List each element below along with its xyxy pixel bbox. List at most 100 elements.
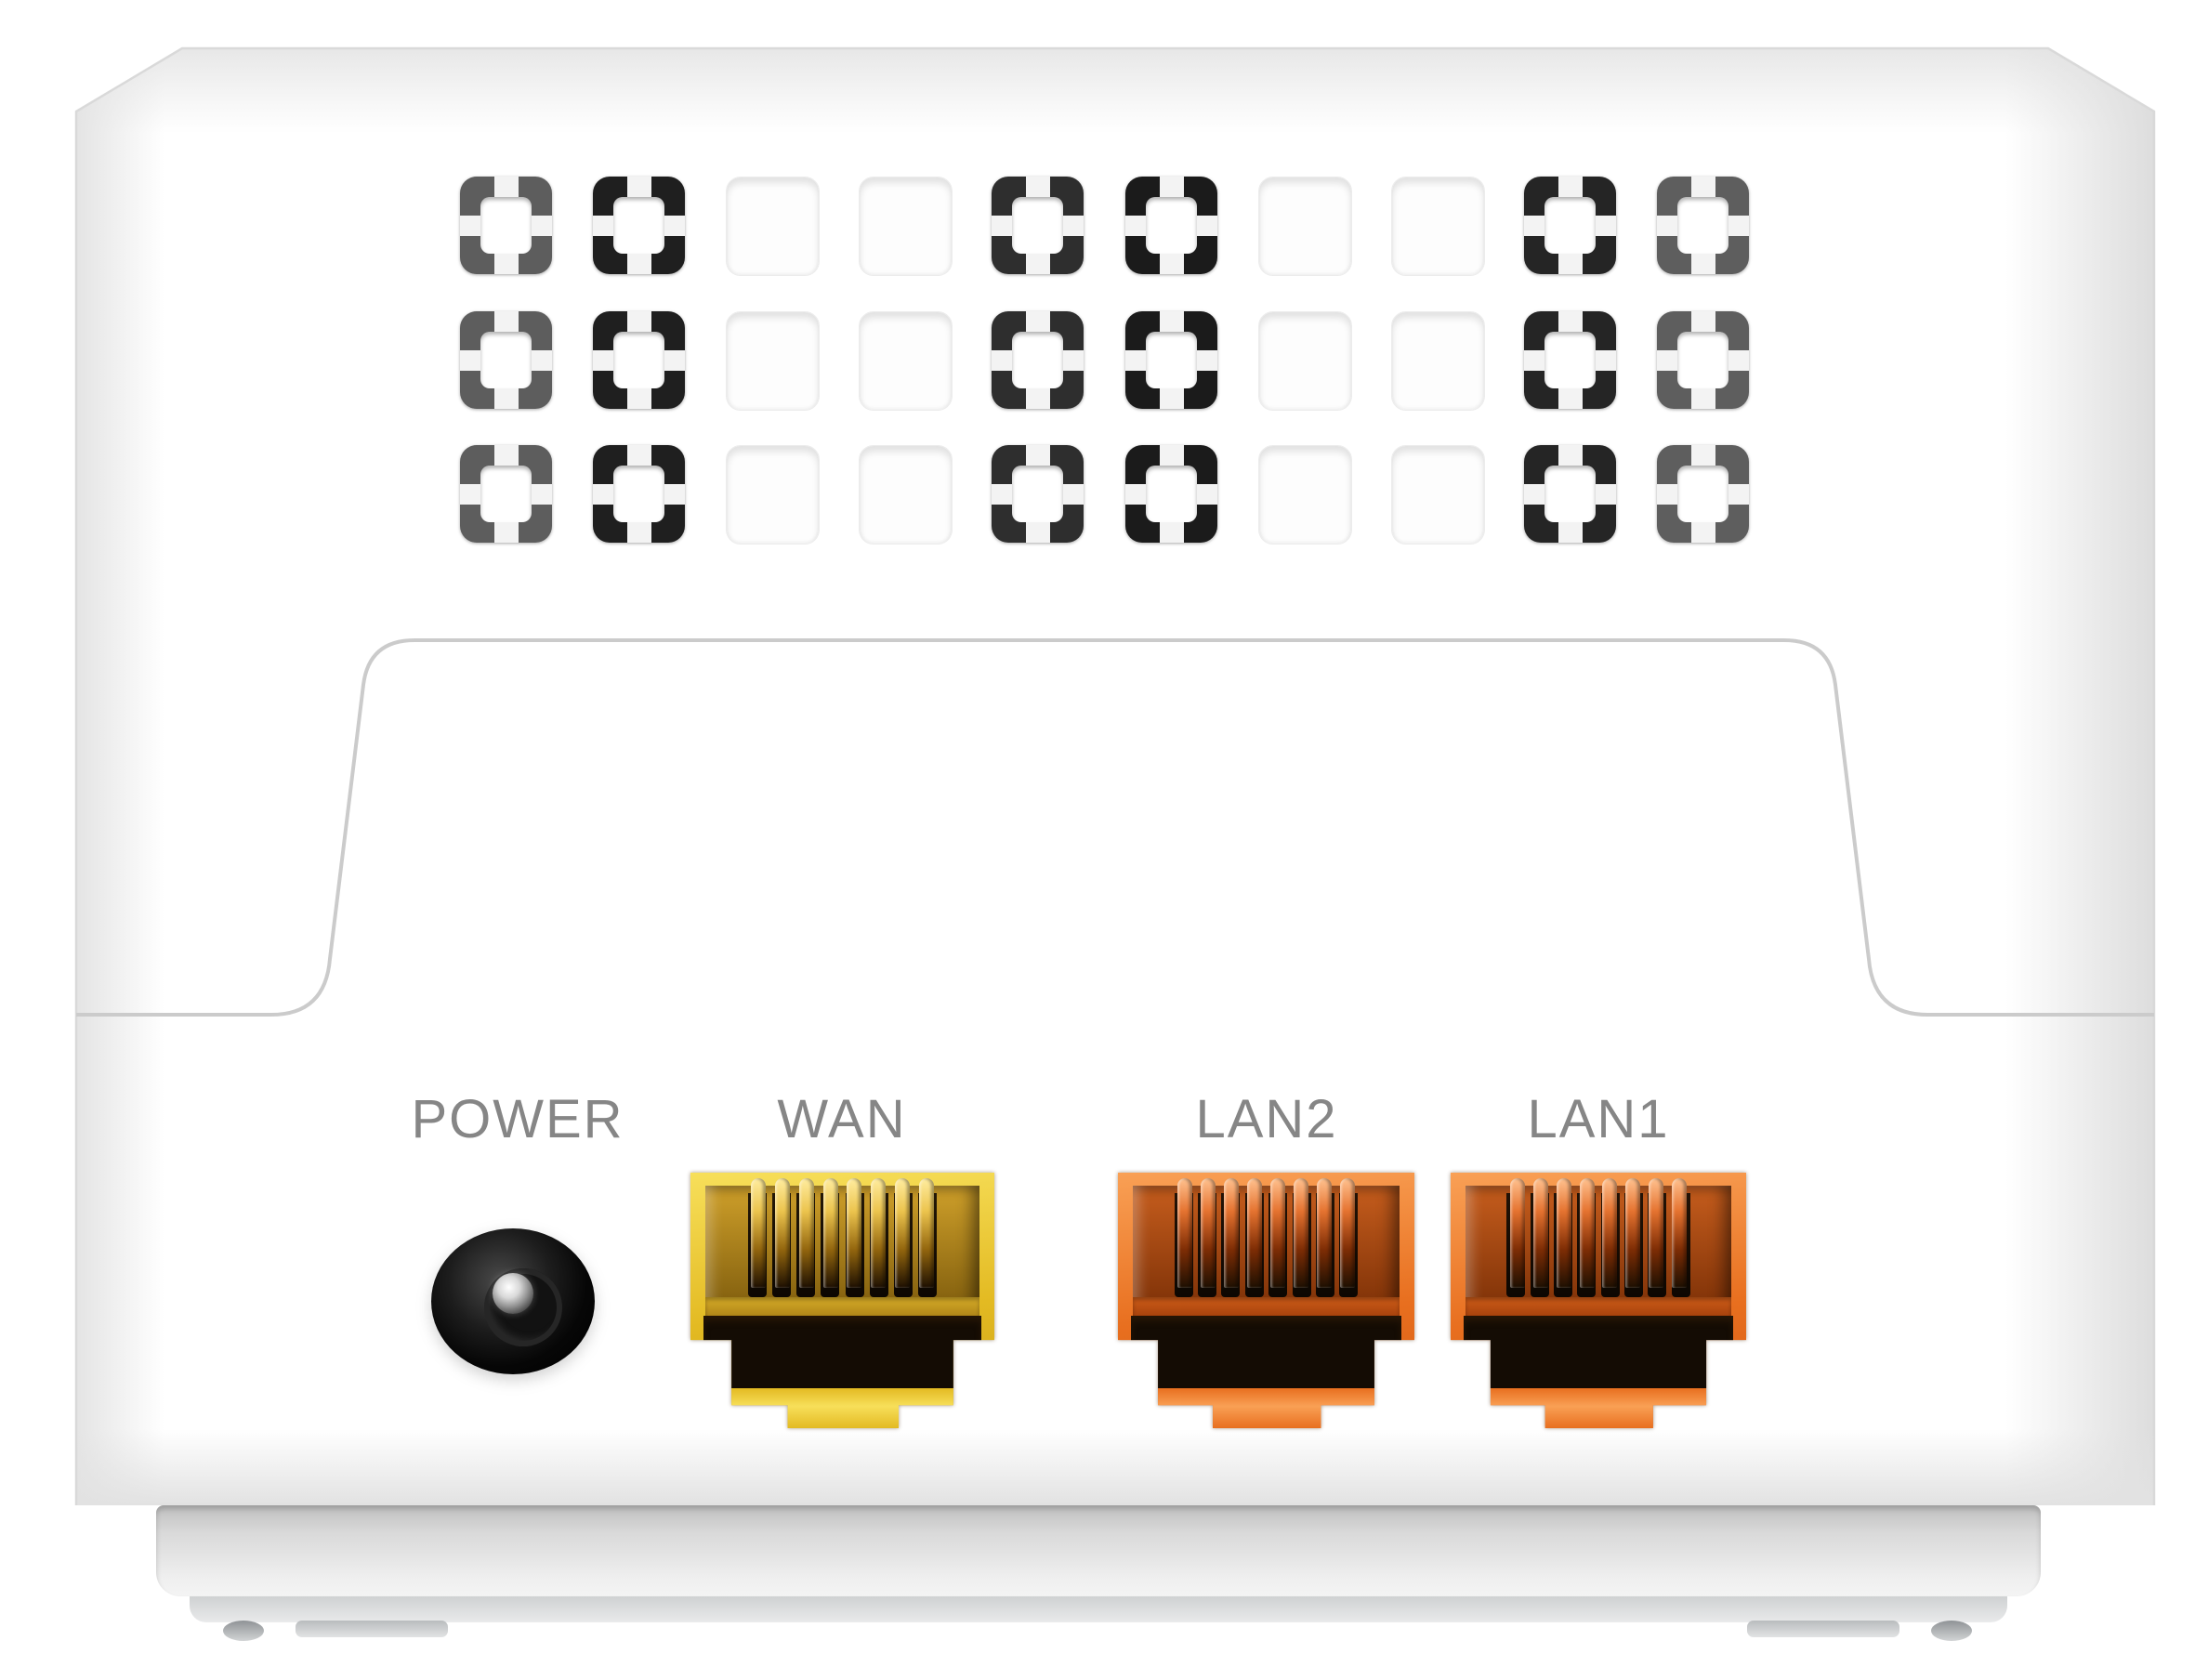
vent-hole-opening [1146, 332, 1197, 388]
wan-port-lip [731, 1388, 953, 1428]
lan1-port [1451, 1173, 1746, 1428]
vent-hole-opening [1544, 197, 1596, 254]
rj45-pin [751, 1178, 767, 1288]
vent-hole-dark [992, 445, 1084, 543]
rj45-pin [1294, 1178, 1309, 1288]
vent-hole-dark [1125, 445, 1217, 543]
vent-hole-opening [480, 332, 532, 388]
lan1-port-pins [1509, 1178, 1688, 1288]
base-lower-step [190, 1596, 2007, 1622]
vent-hole-opening [1677, 332, 1728, 388]
vent-hole-dark [1524, 177, 1616, 274]
vent-hole-open [1258, 311, 1352, 411]
rj45-pin [1340, 1178, 1356, 1288]
vent-hole-dark [460, 311, 552, 409]
vent-hole-opening [613, 332, 664, 388]
recessed-panel-seam [76, 638, 2154, 1017]
vent-hole-open [1391, 445, 1485, 545]
vent-hole-dark [460, 445, 552, 543]
foot-left [296, 1621, 448, 1637]
lan2-label: LAN2 [1195, 1089, 1338, 1149]
lan1-port-ledge [1466, 1297, 1731, 1316]
vent-hole-open [1391, 311, 1485, 411]
vent-hole-open [859, 177, 953, 276]
wan-port [690, 1173, 994, 1428]
lan1-port-lip [1490, 1388, 1707, 1428]
wan-port-ledge [705, 1297, 979, 1316]
vent-hole-open [1258, 177, 1352, 276]
power-label: POWER [411, 1089, 624, 1149]
rj45-pin [798, 1178, 814, 1288]
rj45-pin [847, 1178, 862, 1288]
vent-hole-opening [1146, 197, 1197, 254]
vent-hole-dark [1657, 311, 1749, 409]
vent-hole-opening [1677, 466, 1728, 522]
vent-hole-dark [992, 177, 1084, 274]
body-bottom-shading [76, 1429, 2154, 1505]
vent-hole-opening [1544, 332, 1596, 388]
vent-grid [460, 177, 1752, 725]
rj45-pin [1509, 1178, 1525, 1288]
rj45-pin [1176, 1178, 1192, 1288]
vent-hole-dark [593, 311, 685, 409]
rj45-pin [894, 1178, 910, 1288]
vent-hole-open [1258, 445, 1352, 545]
vent-hole-open [726, 177, 820, 276]
body-left-shading [76, 48, 164, 1505]
rj45-pin [1649, 1178, 1664, 1288]
vent-hole-opening [613, 466, 664, 522]
rj45-pin [871, 1178, 887, 1288]
lan2-port-ledge [1133, 1297, 1400, 1316]
rj45-pin [1223, 1178, 1239, 1288]
vent-hole-opening [480, 466, 532, 522]
rj45-pin [1625, 1178, 1641, 1288]
vent-hole-open [726, 311, 820, 411]
vent-hole-dark [593, 177, 685, 274]
vent-hole-dark [1125, 177, 1217, 274]
lan2-port-lip [1158, 1388, 1374, 1428]
power-jack-pin [493, 1273, 533, 1314]
rj45-pin [1200, 1178, 1216, 1288]
vent-hole-dark [1657, 445, 1749, 543]
body-top-shading [76, 48, 2154, 134]
vent-hole-open [859, 311, 953, 411]
vent-hole-dark [1524, 445, 1616, 543]
vent-hole-opening [613, 197, 664, 254]
vent-hole-open [859, 445, 953, 545]
rj45-pin [775, 1178, 791, 1288]
foot-nub-left [223, 1621, 264, 1641]
vent-hole-open [726, 445, 820, 545]
power-jack [431, 1228, 595, 1374]
foot-right [1747, 1621, 1899, 1637]
rj45-pin [822, 1178, 838, 1288]
vent-hole-dark [1657, 177, 1749, 274]
vent-hole-opening [1012, 197, 1063, 254]
vent-hole-opening [1544, 466, 1596, 522]
vent-hole-open [1391, 177, 1485, 276]
wan-port-pins [751, 1178, 934, 1288]
lan1-port-black-cavity [1464, 1316, 1733, 1388]
foot-nub-right [1931, 1621, 1972, 1641]
lan2-port-pins [1176, 1178, 1356, 1288]
rj45-pin [918, 1178, 934, 1288]
vent-hole-dark [1125, 311, 1217, 409]
vent-hole-dark [992, 311, 1084, 409]
lan1-label: LAN1 [1527, 1089, 1670, 1149]
rj45-pin [1556, 1178, 1571, 1288]
rj45-pin [1579, 1178, 1595, 1288]
vent-hole-opening [1012, 332, 1063, 388]
vent-hole-opening [1146, 466, 1197, 522]
rj45-pin [1532, 1178, 1548, 1288]
rj45-pin [1269, 1178, 1285, 1288]
wan-label: WAN [777, 1089, 907, 1149]
rj45-pin [1602, 1178, 1618, 1288]
vent-hole-dark [1524, 311, 1616, 409]
body-right-shading [2005, 48, 2154, 1505]
rj45-pin [1246, 1178, 1262, 1288]
wan-port-black-cavity [703, 1316, 981, 1388]
vent-hole-dark [460, 177, 552, 274]
vent-hole-opening [1677, 197, 1728, 254]
